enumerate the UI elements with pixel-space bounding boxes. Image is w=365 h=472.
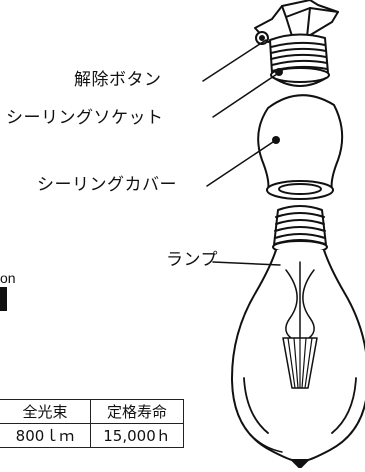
header-rated-life: 定格寿命 bbox=[90, 399, 184, 424]
spec-table: 全光束 定格寿命 800ｌｍ 15,000ｈ bbox=[0, 399, 184, 448]
ceiling-cover bbox=[257, 94, 344, 200]
ceiling-socket bbox=[269, 33, 330, 87]
black-bar bbox=[0, 287, 7, 311]
leader-lamp bbox=[212, 261, 281, 266]
leader-ceiling-socket bbox=[212, 71, 281, 118]
leader-release-button bbox=[202, 39, 267, 82]
label-ceiling-cover: シーリングカバー bbox=[37, 175, 177, 195]
partial-caption: on bbox=[0, 270, 16, 286]
cell-rated-life: 15,000ｈ bbox=[90, 423, 184, 448]
leader-ceiling-cover bbox=[206, 139, 277, 187]
label-lamp: ランプ bbox=[166, 250, 218, 270]
label-release-button: 解除ボタン bbox=[74, 70, 162, 90]
table-row: 800ｌｍ 15,000ｈ bbox=[0, 423, 184, 448]
table-header-row: 全光束 定格寿命 bbox=[0, 399, 184, 424]
header-luminous-flux: 全光束 bbox=[0, 399, 91, 424]
cell-luminous-flux: 800ｌｍ bbox=[0, 423, 91, 448]
lamp-bulb bbox=[231, 249, 365, 469]
label-ceiling-socket: シーリングソケット bbox=[6, 108, 164, 128]
